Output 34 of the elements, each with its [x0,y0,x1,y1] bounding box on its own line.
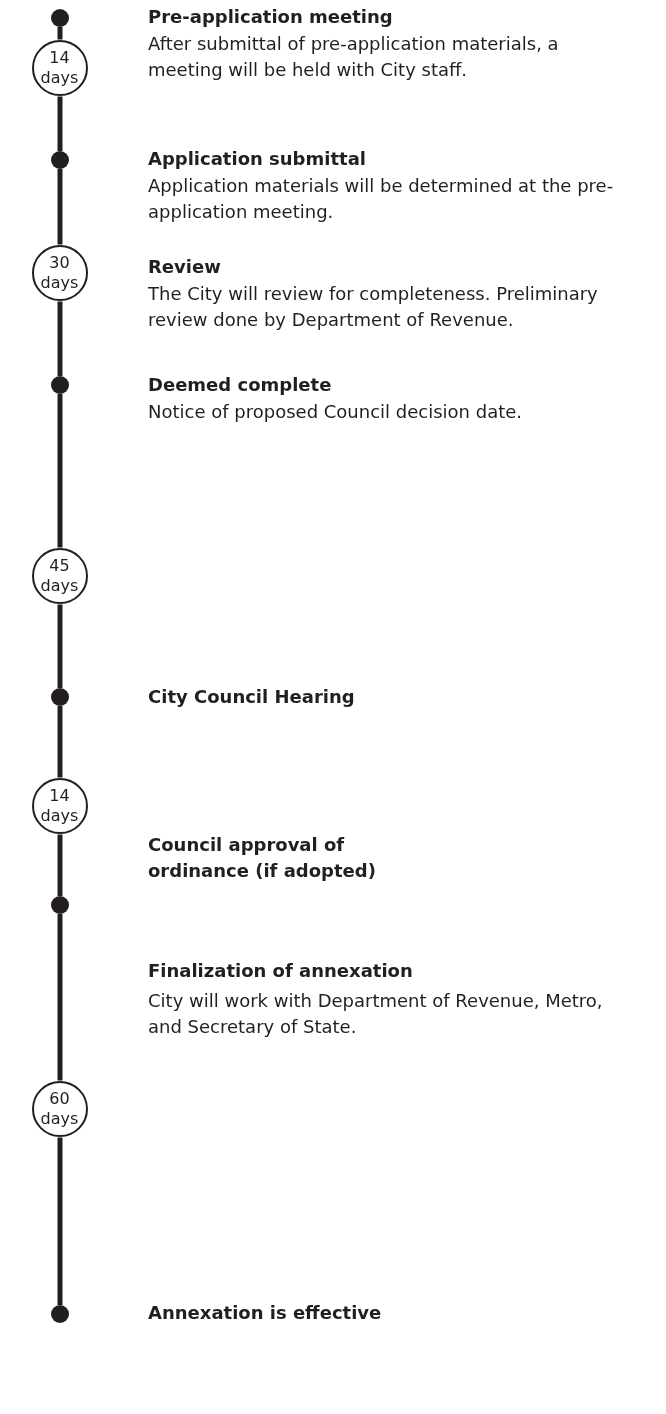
timeline-line [57,169,63,245]
step-description: The City will review for completeness. Preliminary review done by Department of Revenue. [148,282,599,332]
duration-text: 14 days [39,785,80,826]
timeline-line [57,914,63,1081]
milestone-dot [51,688,69,706]
duration-text: 60 days [39,1088,80,1129]
timeline-line [57,834,63,896]
step-description: After submittal of pre-application materials, a meeting will be held with City staff. [148,32,560,82]
step-heading: Council approval of ordinance (if adopted) [148,833,377,883]
timeline-line [57,27,63,40]
step-heading: Annexation is effective [148,1301,383,1325]
timeline-line [57,96,63,151]
step-description: Application materials will be determined at the pre-application meeting. [148,174,615,224]
milestone-dot [51,1305,69,1323]
timeline-line [57,394,63,548]
step-heading: Review [148,255,222,279]
step-heading: City Council Hearing [148,685,356,709]
milestone-dot [51,9,69,27]
step-description: Notice of proposed Council decision date. [148,400,524,424]
milestone-dot [51,896,69,914]
step-heading: Finalization of annexation [148,959,414,983]
step-heading: Pre-application meeting [148,5,394,29]
milestone-dot [51,376,69,394]
step-heading: Application submittal [148,147,367,171]
duration-text: 14 days [39,47,80,88]
timeline-line [57,604,63,688]
duration-text: 30 days [39,252,80,293]
timeline-line [57,1137,63,1305]
milestone-dot [51,151,69,169]
duration-text: 45 days [39,555,80,596]
timeline-line [57,706,63,778]
step-description: City will work with Department of Revenue, Metro, and Secretary of State. [148,989,604,1039]
step-heading: Deemed complete [148,373,333,397]
timeline-line [57,301,63,376]
